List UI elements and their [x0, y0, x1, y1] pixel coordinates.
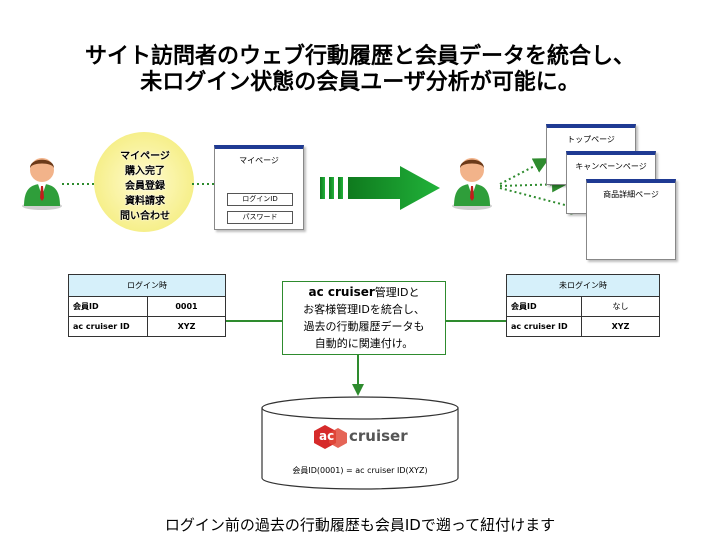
member-person-icon [452, 158, 492, 210]
bubble-item: マイページ [120, 151, 170, 162]
database-formula: 会員ID(0001) = ac cruiser ID(XYZ) [292, 466, 428, 475]
bubble-item: 資料請求 [125, 196, 165, 207]
password-field: パスワード [227, 211, 293, 224]
nologin-table-label: 会員ID [506, 296, 582, 317]
note-line-1: 管理IDと [374, 286, 420, 299]
note-brand: ac cruiser [308, 285, 375, 299]
title-line-1: サイト訪問者のウェブ行動履歴と会員データを統合し、 [84, 44, 635, 69]
logo-ac: ac [319, 429, 335, 443]
campaign-page-title: キャンペーンページ [575, 162, 647, 171]
bottom-caption: ログイン前の過去の行動履歴も会員IDで遡って紐付けます [164, 516, 556, 534]
login-id-field: ログインID [227, 193, 293, 206]
big-green-arrow [320, 166, 440, 210]
login-table: ログイン時 会員ID 0001 ac cruiser ID XYZ [68, 274, 226, 337]
bubble-items: マイページ 購入完了 会員登録 資料請求 問い合わせ [100, 149, 190, 224]
top-page-title: トップページ [567, 135, 615, 144]
title-line-2: 未ログイン状態の会員ユーザ分析が可能に。 [140, 70, 580, 95]
integration-note-box: ac cruiser管理IDと お客様管理IDを統合し、 過去の行動履歴データも… [282, 281, 446, 355]
note-line-3: 過去の行動履歴データも [303, 320, 425, 333]
dotted-arrow-campaign-page [499, 176, 568, 193]
nologin-table-value: なし [581, 296, 660, 317]
nologin-table-header: 未ログイン時 [506, 274, 660, 297]
mypage-window: マイページ ログインID パスワード [214, 145, 304, 230]
arrow-to-database-head [352, 384, 364, 396]
nologin-table-label: ac cruiser ID [506, 316, 582, 337]
logo-cruiser: cruiser [349, 427, 408, 445]
login-table-label: 会員ID [68, 296, 148, 317]
visitor-person-icon [22, 158, 62, 210]
mypage-window-title: マイページ [239, 156, 279, 165]
bubble-item: 会員登録 [125, 181, 165, 192]
product-page-title: 商品詳細ページ [603, 190, 659, 199]
nologin-table: 未ログイン時 会員ID なし ac cruiser ID XYZ [506, 274, 660, 337]
login-table-value: 0001 [147, 296, 226, 317]
login-table-header: ログイン時 [68, 274, 226, 297]
nologin-table-value: XYZ [581, 316, 660, 337]
product-page-window: 商品詳細ページ [586, 179, 676, 260]
bubble-item: 購入完了 [125, 166, 165, 177]
login-table-label: ac cruiser ID [68, 316, 148, 337]
dotted-arrow-top-page [499, 158, 550, 185]
ac-cruiser-logo: ac cruiser [312, 424, 412, 450]
action-bubble [94, 132, 194, 232]
note-line-2: お客様管理IDを統合し、 [303, 303, 425, 316]
bubble-item: 問い合わせ [120, 211, 170, 222]
database-cylinder [261, 396, 459, 490]
note-line-4: 自動的に関連付け。 [314, 337, 414, 350]
login-table-value: XYZ [147, 316, 226, 337]
